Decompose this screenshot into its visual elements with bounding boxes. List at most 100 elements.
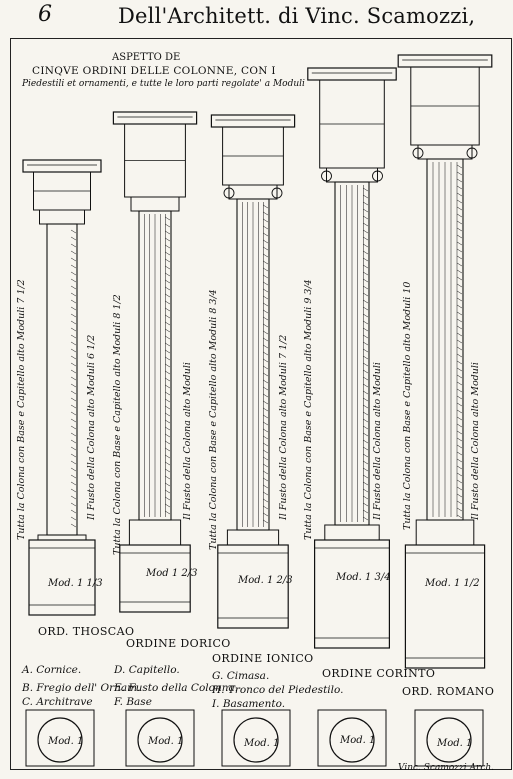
module-5-box xyxy=(414,709,484,767)
order-3-hatch xyxy=(262,407,269,412)
order-1-hatch xyxy=(70,390,77,395)
order-5-hatch xyxy=(456,304,463,309)
order-5-hatch xyxy=(456,423,463,428)
order-5-hatch xyxy=(456,451,463,456)
order-3-hatch xyxy=(262,267,269,272)
order-2-hatch xyxy=(164,419,171,424)
order-3-hatch xyxy=(262,344,269,349)
order-4-hatch xyxy=(362,446,369,451)
order-4-hatch xyxy=(362,285,369,290)
order-1-hatch xyxy=(70,523,77,528)
order-1-pedestal xyxy=(28,539,96,616)
order-4-hatch xyxy=(362,467,369,472)
legend-b: B. Fregio dell' Ornam. xyxy=(22,682,141,694)
order-3-hatch xyxy=(262,491,269,496)
order-3-hatch xyxy=(262,302,269,307)
order-5-hatch xyxy=(456,325,463,330)
order-2-hatch xyxy=(164,356,171,361)
order-5-hatch xyxy=(456,297,463,302)
order-2-hatch xyxy=(164,349,171,354)
order-4-hatch xyxy=(362,474,369,479)
order-3-hatch xyxy=(262,260,269,265)
order-1-hatch xyxy=(70,299,77,304)
legend-c: C. Architrave xyxy=(22,696,93,708)
order-4-hatch xyxy=(362,306,369,311)
order-3-hatch xyxy=(262,232,269,237)
order-1-hatch xyxy=(70,425,77,430)
order-3-hatch xyxy=(262,421,269,426)
order-5-hatch xyxy=(456,255,463,260)
order-1-hatch xyxy=(70,481,77,486)
order-2-hatch xyxy=(164,216,171,221)
order-4-hatch xyxy=(362,481,369,486)
order-4-hatch xyxy=(362,250,369,255)
order-5-hatch xyxy=(456,437,463,442)
order-3-volute-left xyxy=(223,187,235,199)
order-5-hatch xyxy=(456,283,463,288)
order-5-hatch xyxy=(456,465,463,470)
order-2-hatch xyxy=(164,384,171,389)
order-3-hatch xyxy=(262,393,269,398)
order-4-hatch xyxy=(362,362,369,367)
page-title: Dell'Architett. di Vinc. Scamozzi, xyxy=(118,4,476,28)
order-4-hatch xyxy=(362,369,369,374)
order-1-hatch xyxy=(70,460,77,465)
legend-i: I. Basamento. xyxy=(212,698,286,710)
order-3-hatch xyxy=(262,428,269,433)
order-4-pedestal xyxy=(314,539,391,649)
order-3-hatch xyxy=(262,295,269,300)
order-2-hatch xyxy=(164,321,171,326)
order-5-hatch xyxy=(456,472,463,477)
order-4-hatch xyxy=(362,201,369,206)
order-4-hatch xyxy=(362,404,369,409)
order-5-hatch xyxy=(456,220,463,225)
order-2-hatch xyxy=(164,440,171,445)
order-1-hatch xyxy=(70,439,77,444)
order-3-hatch xyxy=(262,211,269,216)
module-5-circle xyxy=(426,717,472,763)
order-3-pedestal xyxy=(217,544,289,629)
order-1-hatch xyxy=(70,348,77,353)
order-5-hatch xyxy=(456,416,463,421)
module-5-label: Mod. 1 xyxy=(437,738,473,749)
order-2-hatch xyxy=(164,328,171,333)
order-3-volute-right xyxy=(271,187,283,199)
order-3-hatch xyxy=(262,288,269,293)
order-5-volute-right xyxy=(466,147,478,159)
order-5-hatch xyxy=(456,276,463,281)
order-5-hatch xyxy=(456,360,463,365)
order-1-hatch xyxy=(70,488,77,493)
order-1-hatch xyxy=(70,271,77,276)
order-2-hatch xyxy=(164,230,171,235)
module-2-box xyxy=(125,709,195,767)
order-5-hatch xyxy=(456,507,463,512)
order-4-hatch xyxy=(362,327,369,332)
order-3-hatch xyxy=(262,253,269,258)
order-4-hatch xyxy=(362,313,369,318)
order-2-hatch xyxy=(164,391,171,396)
order-1-hatch xyxy=(70,257,77,262)
order-4-hatch xyxy=(362,439,369,444)
order-3-hatch xyxy=(262,463,269,468)
order-4-hatch xyxy=(362,488,369,493)
order-5-hatch xyxy=(456,311,463,316)
order-3-hatch xyxy=(262,225,269,230)
order-2-hatch xyxy=(164,412,171,417)
order-2-hatch xyxy=(164,398,171,403)
order-1-hatch xyxy=(70,236,77,241)
order-2-hatch xyxy=(164,475,171,480)
order-1-hatch xyxy=(70,355,77,360)
order-5-hatch xyxy=(456,199,463,204)
order-5-hatch xyxy=(456,402,463,407)
order-3-hatch xyxy=(262,498,269,503)
order-3-hatch xyxy=(262,330,269,335)
order-5-hatch xyxy=(456,206,463,211)
order-4-volute-left xyxy=(321,170,332,182)
order-4-hatch xyxy=(362,495,369,500)
order-3-hatch xyxy=(262,239,269,244)
order-2-hatch xyxy=(164,300,171,305)
order-2-hatch xyxy=(164,335,171,340)
order-1-hatch xyxy=(70,341,77,346)
order-4-hatch xyxy=(362,292,369,297)
